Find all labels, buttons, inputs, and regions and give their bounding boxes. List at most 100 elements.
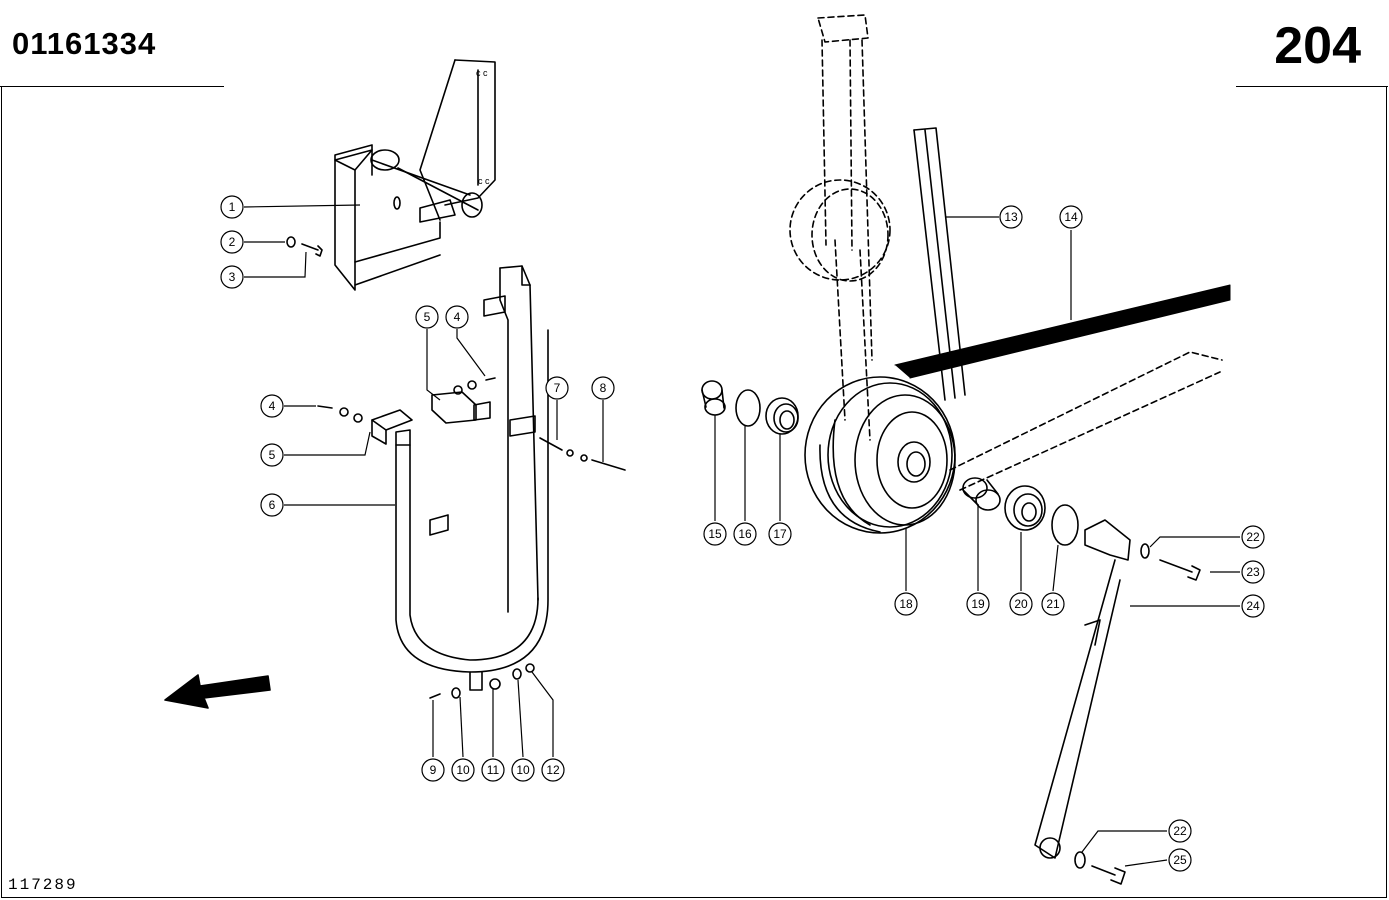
bolt-4-upper — [485, 377, 496, 381]
callout-19: 19 — [966, 592, 990, 616]
leader-10a — [459, 696, 464, 758]
callout-14: 14 — [1059, 205, 1083, 229]
header-rule-left — [0, 86, 224, 87]
bearing-17 — [765, 397, 799, 435]
svg-text:11: 11 — [487, 763, 500, 777]
nut-11 — [489, 678, 501, 690]
ring-16 — [735, 389, 761, 427]
callout-7: 7 — [545, 376, 569, 400]
bolt-9 — [429, 693, 441, 699]
callout-24: 24 — [1241, 594, 1265, 618]
washer-8 — [580, 454, 588, 462]
callout-5-lower: 5 — [260, 443, 284, 467]
bolt-23 — [1159, 559, 1201, 581]
svg-text:20: 20 — [1014, 597, 1028, 611]
svg-text:7: 7 — [554, 381, 561, 395]
svg-text:5: 5 — [269, 448, 276, 462]
drawing-number: 117289 — [8, 876, 78, 894]
washer-10b — [512, 668, 522, 680]
svg-text:4: 4 — [269, 399, 276, 413]
washer-22-lower — [1074, 851, 1086, 869]
callout-21: 21 — [1041, 592, 1065, 616]
washer-2 — [286, 236, 296, 248]
washer-4-upper-b — [467, 380, 477, 390]
bolt-25 — [1091, 865, 1126, 885]
washer-4-upper — [453, 385, 463, 395]
drawing-frame — [1, 86, 1387, 898]
bushing-19 — [962, 477, 1001, 511]
callout-15: 15 — [703, 522, 727, 546]
leader-10b — [517, 679, 524, 758]
svg-text:22: 22 — [1246, 530, 1260, 544]
svg-text:13: 13 — [1004, 210, 1018, 224]
header-rule-right — [1236, 86, 1388, 87]
leader-1 — [243, 204, 361, 208]
leader-4-upper — [456, 329, 486, 377]
svg-text:8: 8 — [600, 381, 607, 395]
svg-text:4: 4 — [454, 310, 461, 324]
guard-u-bracket — [395, 265, 549, 691]
leader-5-lower — [284, 431, 371, 456]
callout-25: 25 — [1168, 848, 1192, 872]
callout-20: 20 — [1009, 592, 1033, 616]
bracket-assembly: c c c c — [334, 59, 496, 291]
bearing-20 — [1004, 485, 1046, 531]
callout-5-upper: 5 — [415, 305, 439, 329]
washer-4-lower — [339, 407, 349, 417]
bolt-8 — [591, 459, 626, 471]
callout-10b: 10 — [511, 758, 535, 782]
tension-arm — [1034, 519, 1131, 859]
svg-text:25: 25 — [1173, 853, 1187, 867]
callout-11: 11 — [481, 758, 505, 782]
leader-22-upper — [1149, 536, 1240, 548]
svg-text:17: 17 — [773, 527, 787, 541]
callout-12: 12 — [541, 758, 565, 782]
leader-3 — [244, 251, 307, 278]
svg-text:12: 12 — [546, 763, 560, 777]
bolt-4-lower — [317, 405, 333, 409]
svg-text:16: 16 — [738, 527, 752, 541]
ring-21 — [1051, 504, 1079, 546]
callout-4-lower: 4 — [260, 394, 284, 418]
nut-12 — [525, 663, 535, 673]
callout-1: 1 — [220, 195, 244, 219]
dashed-lever-outline — [789, 14, 1223, 491]
callout-4-upper: 4 — [445, 305, 469, 329]
washer-4-lower-b — [353, 413, 363, 423]
leader-12 — [531, 671, 554, 757]
washer-22-upper — [1140, 543, 1150, 559]
callout-2: 2 — [220, 230, 244, 254]
svg-text:23: 23 — [1246, 565, 1260, 579]
callout-13: 13 — [999, 205, 1023, 229]
svg-text:24: 24 — [1246, 599, 1260, 613]
pulley — [804, 376, 956, 534]
callout-8: 8 — [591, 376, 615, 400]
svg-text:3: 3 — [229, 270, 236, 284]
svg-text:6: 6 — [269, 498, 276, 512]
svg-text:21: 21 — [1046, 597, 1060, 611]
leader-5-upper — [426, 329, 441, 401]
callout-6: 6 — [260, 493, 284, 517]
svg-text:19: 19 — [971, 597, 985, 611]
part-number: 01161334 — [12, 26, 157, 61]
svg-text:c c: c c — [478, 176, 490, 186]
svg-text:18: 18 — [899, 597, 913, 611]
washer-10a — [451, 687, 461, 699]
spacer-7 — [539, 437, 563, 451]
svg-text:c c: c c — [476, 68, 488, 78]
callout-22-lower: 22 — [1168, 819, 1192, 843]
svg-text:14: 14 — [1064, 210, 1078, 224]
bolt-3 — [301, 243, 323, 257]
leader-25 — [1124, 859, 1168, 867]
callout-3: 3 — [220, 265, 244, 289]
clamp-5-lower-side — [371, 419, 387, 445]
svg-text:2: 2 — [229, 235, 236, 249]
svg-text:9: 9 — [430, 763, 437, 777]
direction-arrow-icon — [164, 674, 271, 709]
clamp-5-upper — [431, 391, 477, 424]
callout-16: 16 — [733, 522, 757, 546]
leader-21 — [1052, 544, 1059, 592]
leader-22-lower — [1081, 830, 1167, 853]
